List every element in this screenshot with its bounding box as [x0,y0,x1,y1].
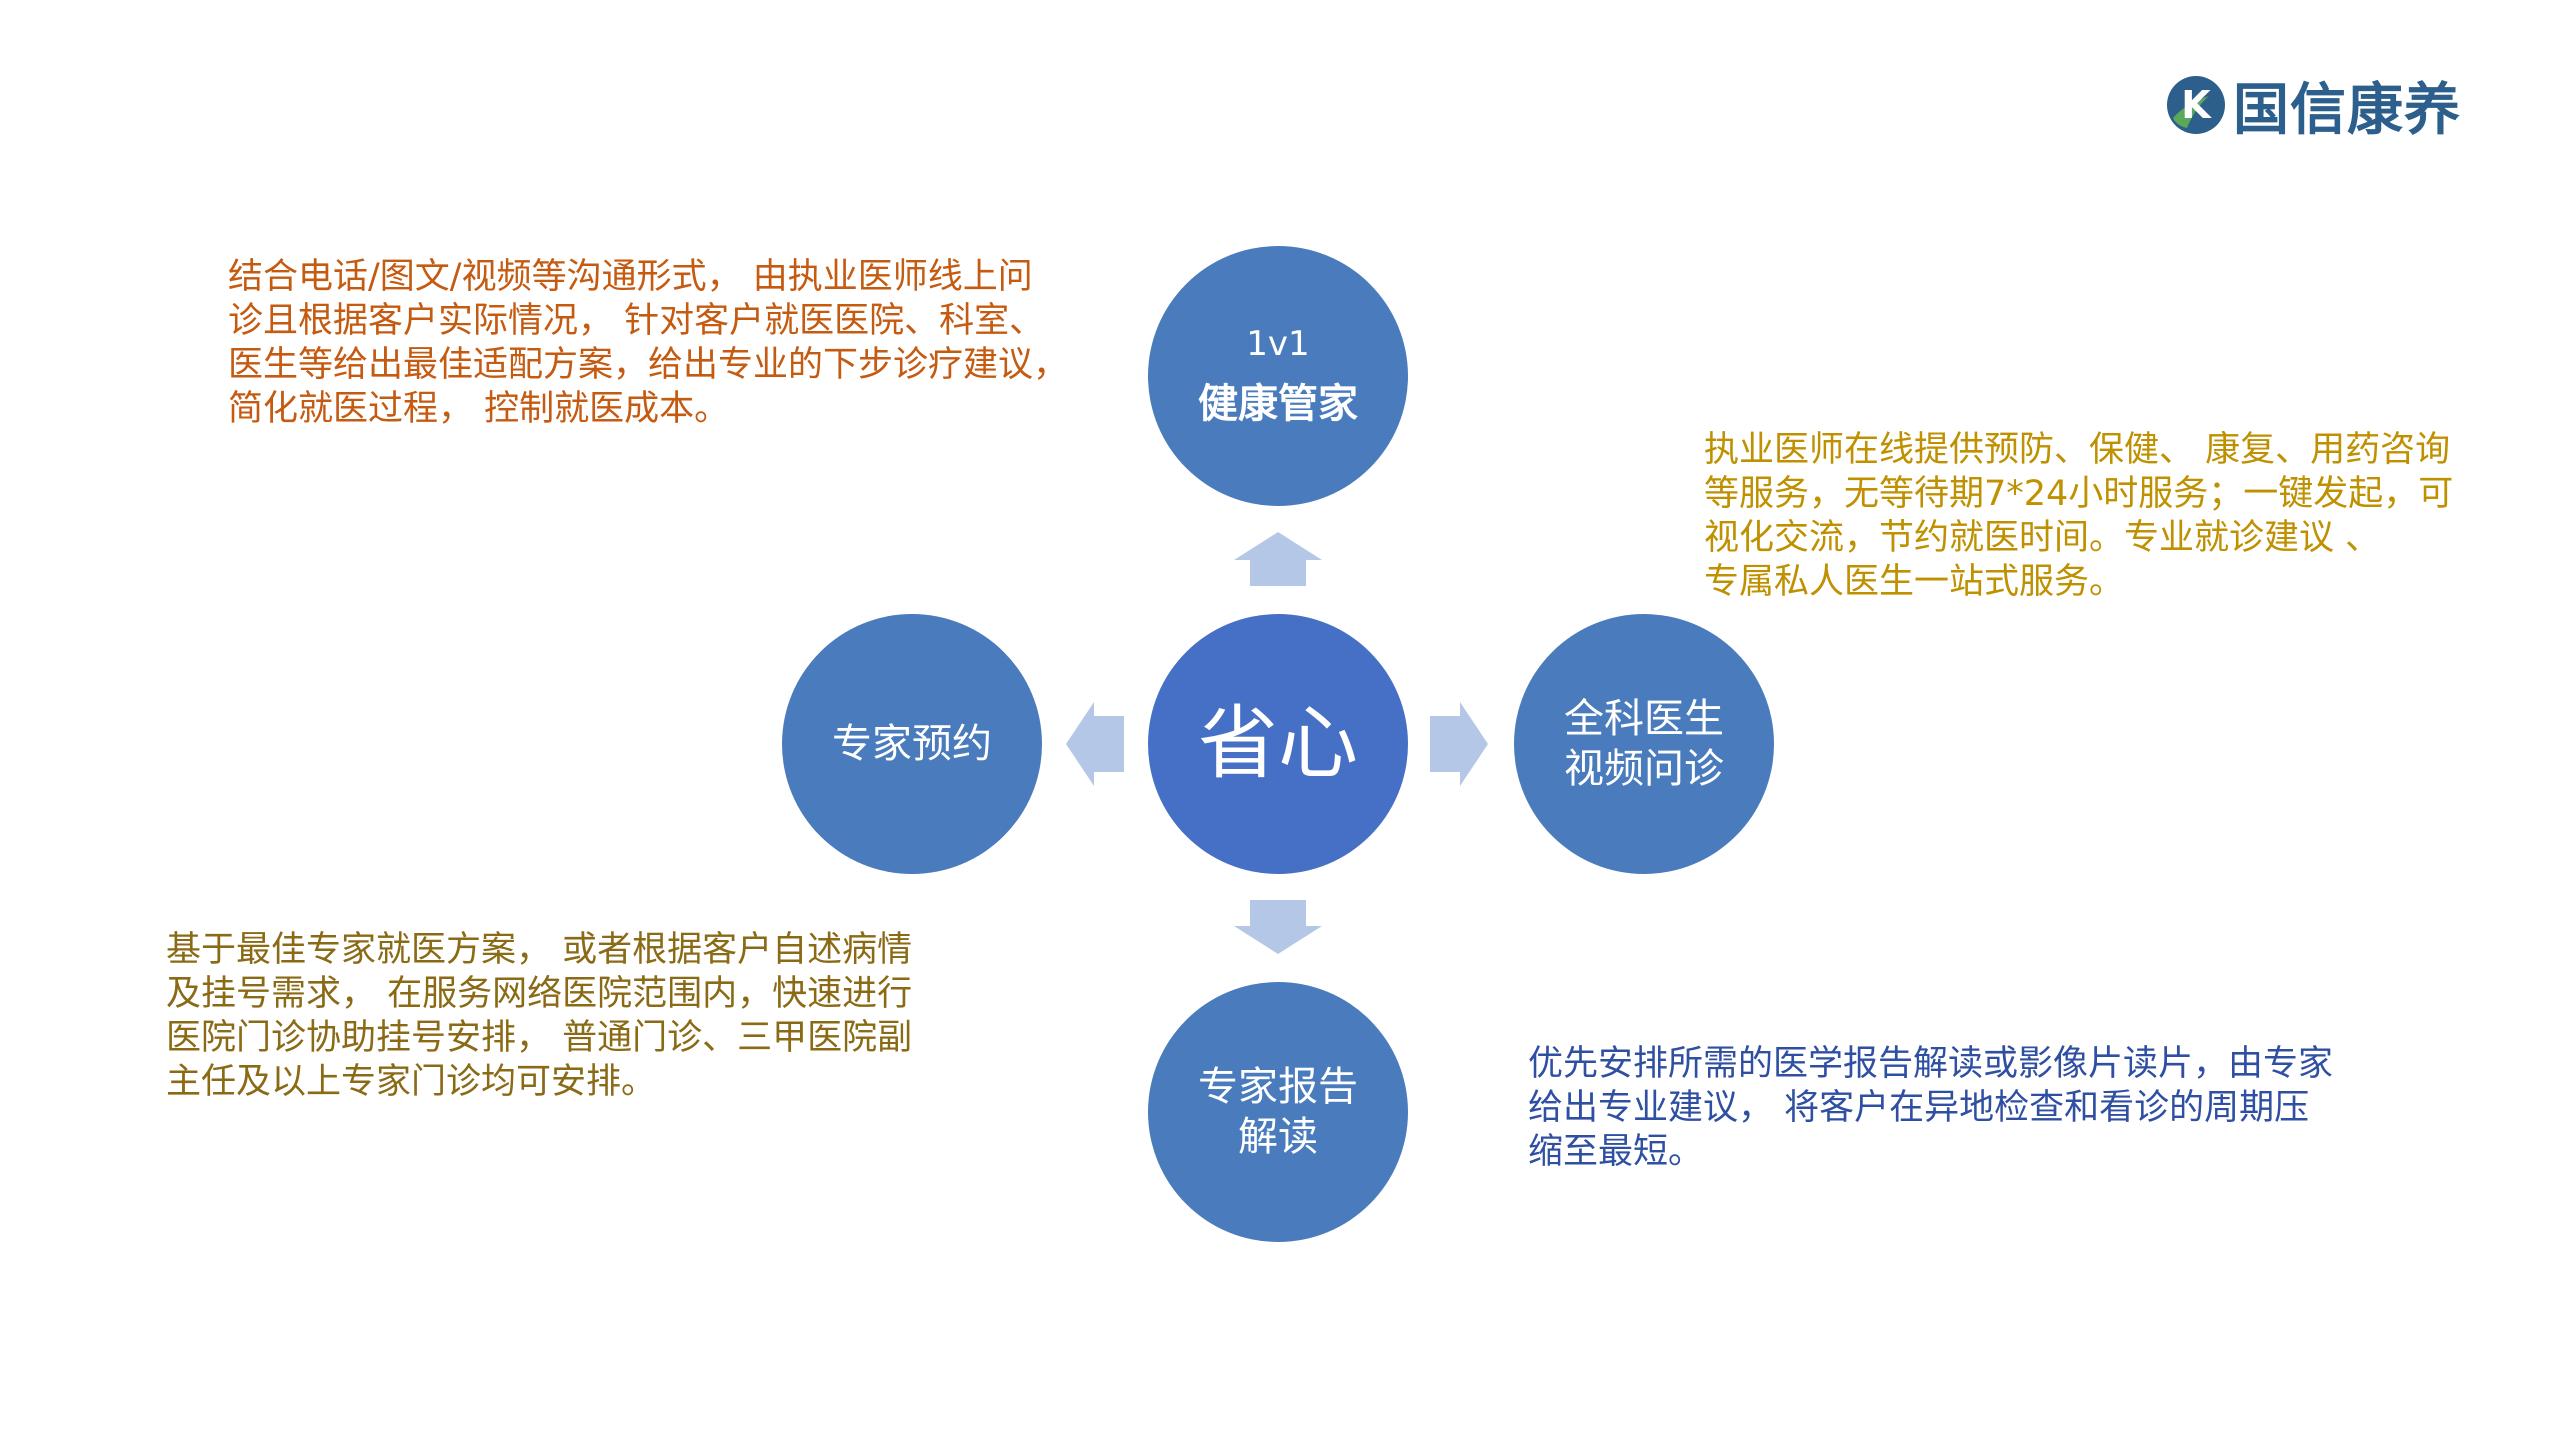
description-line: 及挂号需求， 在服务网络医院范围内，快速进行 [166,974,913,1014]
description-expert-appointment: 基于最佳专家就医方案， 或者根据客户自述病情 及挂号需求， 在服务网络医院范围内… [166,928,912,1104]
node-gp-video-consult: 全科医生 视频问诊 [1514,614,1774,874]
description-expert-report: 优先安排所需的医学报告解读或影像片读片，由专家 给出专业建议， 将客户在异地检查… [1528,1042,2333,1174]
node-expert-report-line2: 解读 [1238,1114,1318,1160]
node-expert-report-line1: 专家报告 [1198,1064,1358,1110]
description-line: 医生等给出最佳适配方案，给出专业的下步诊疗建议， [228,345,1069,385]
description-line: 等服务，无等待期7*24小时服务；一键发起，可 [1704,474,2454,514]
description-health-manager: 结合电话/图文/视频等沟通形式， 由执业医师线上问 诊且根据客户实际情况， 针对… [228,255,1068,431]
node-gp-video-consult-line1: 全科医生 [1564,696,1724,742]
arrow-right-icon [1430,702,1488,786]
center-node-label: 省心 [1198,697,1358,790]
center-node: 省心 [1148,614,1408,874]
description-line: 结合电话/图文/视频等沟通形式， 由执业医师线上问 [228,257,1033,297]
description-line: 主任及以上专家门诊均可安排。 [166,1062,657,1102]
node-health-manager-line2: 健康管家 [1198,381,1358,428]
node-expert-appointment-label: 专家预约 [832,721,992,767]
description-line: 执业医师在线提供预防、保健、 康复、用药咨询 [1704,430,2451,470]
description-line: 专属私人医生一站式服务。 [1704,562,2125,602]
logo-mark-letter: K [2181,83,2212,127]
logo-text: 国信康养 [2233,77,2461,143]
node-expert-appointment: 专家预约 [782,614,1042,874]
description-line: 诊且根据客户实际情况， 针对客户就医医院、科室、 [228,301,1045,341]
description-line: 优先安排所需的医学报告解读或影像片读片，由专家 [1528,1044,2334,1084]
description-line: 视化交流，节约就医时间。专业就诊建议 、 [1704,518,2381,558]
arrow-down-icon [1234,900,1322,954]
description-line: 基于最佳专家就医方案， 或者根据客户自述病情 [166,930,913,970]
node-health-manager-line1: 1v1 [1246,323,1310,364]
brand-logo: K 国信康养 [2165,70,2461,143]
description-line: 简化就医过程， 控制就医成本。 [228,389,730,429]
description-line: 给出专业建议， 将客户在异地检查和看诊的周期压 [1528,1088,2310,1128]
description-line: 医院门诊协助挂号安排， 普通门诊、三甲医院副 [166,1018,913,1058]
description-gp-video-consult: 执业医师在线提供预防、保健、 康复、用药咨询 等服务，无等待期7*24小时服务；… [1704,428,2453,604]
logo-mark-icon: K [2167,76,2225,134]
node-expert-report: 专家报告 解读 [1148,982,1408,1242]
arrow-left-icon [1066,702,1124,786]
description-line: 缩至最短。 [1528,1132,1704,1172]
node-gp-video-consult-line2: 视频问诊 [1564,746,1724,792]
node-health-manager: 1v1 健康管家 [1148,246,1408,506]
arrow-up-icon [1234,532,1322,586]
